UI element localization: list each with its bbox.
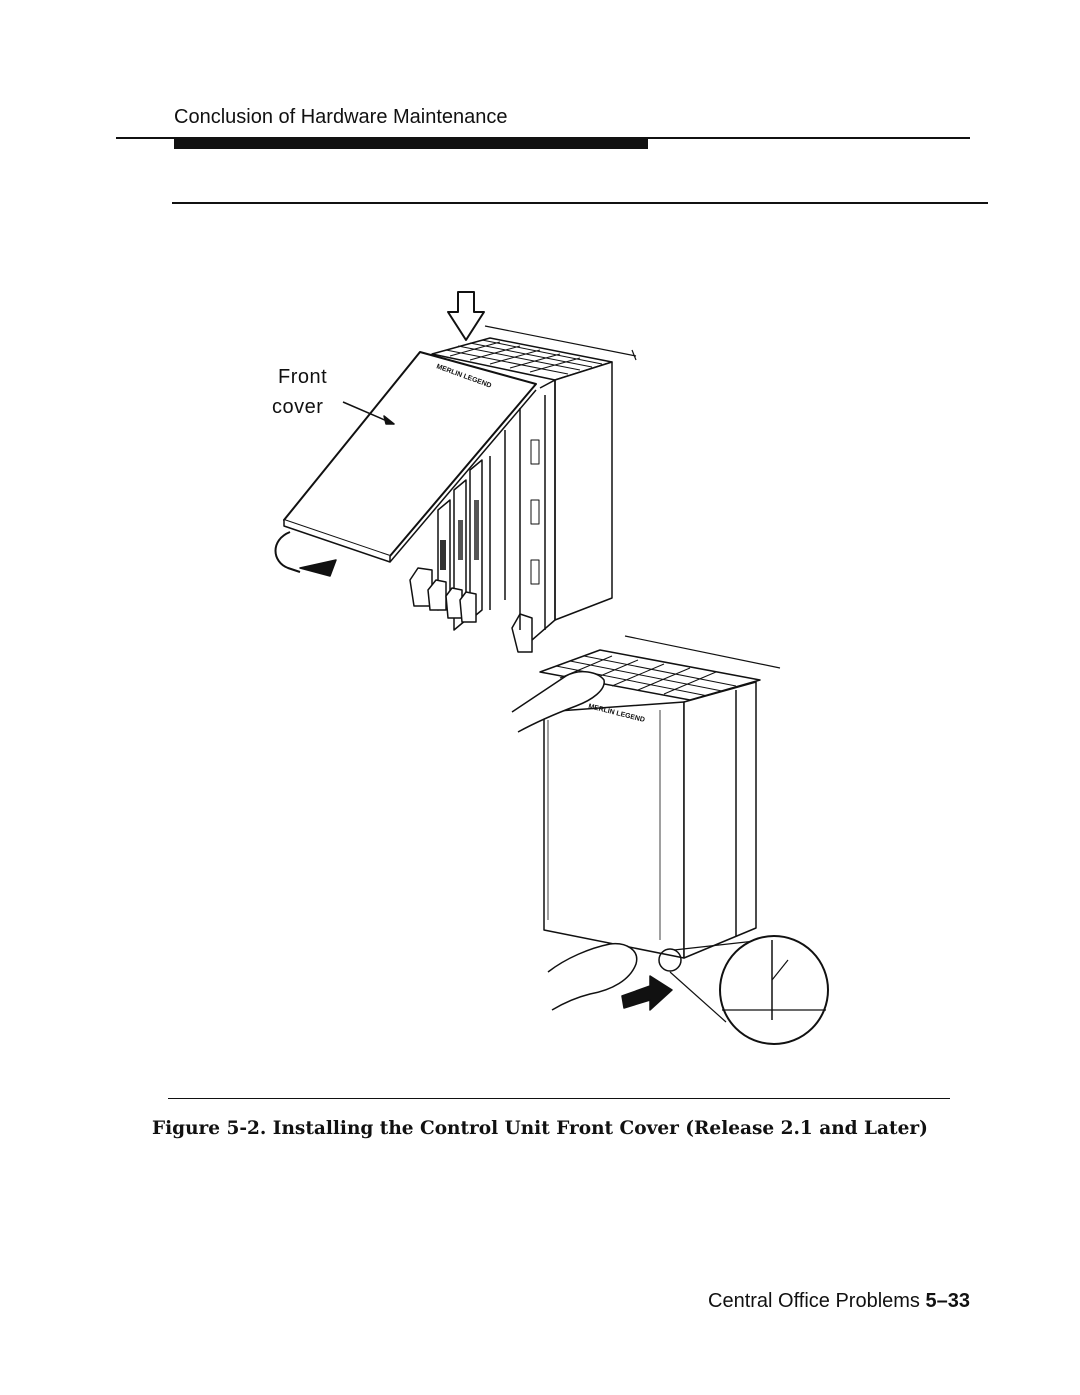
front-cover-label-line2: cover (272, 396, 324, 418)
lower-control-unit (539, 649, 761, 959)
header-rule-thick (174, 137, 648, 149)
section-title: Conclusion of Hardware Maintenance (174, 106, 508, 128)
down-arrow-icon (447, 291, 485, 341)
caption-rule (168, 1098, 950, 1099)
detail-zoom-circle (719, 935, 829, 1045)
upper-hand (511, 670, 605, 733)
figure-caption: Figure 5-2. Installing the Control Unit … (152, 1118, 928, 1139)
front-cover-label-line1: Front (278, 366, 328, 388)
lower-hand (547, 942, 638, 1011)
rotate-arrow-icon (274, 531, 301, 573)
section-rule (172, 202, 988, 204)
upper-control-unit (409, 337, 613, 653)
footer-chapter-title: Central Office Problems (708, 1290, 920, 1312)
push-arrow-icon (621, 975, 673, 1011)
control-unit-illustration: MERLIN LEGEND MERLIN LEGEND (274, 291, 829, 1045)
footer-page-number: 5–33 (925, 1290, 971, 1312)
page-footer: Central Office Problems 5–33 (708, 1290, 970, 1313)
front-cover-panel (283, 351, 537, 563)
